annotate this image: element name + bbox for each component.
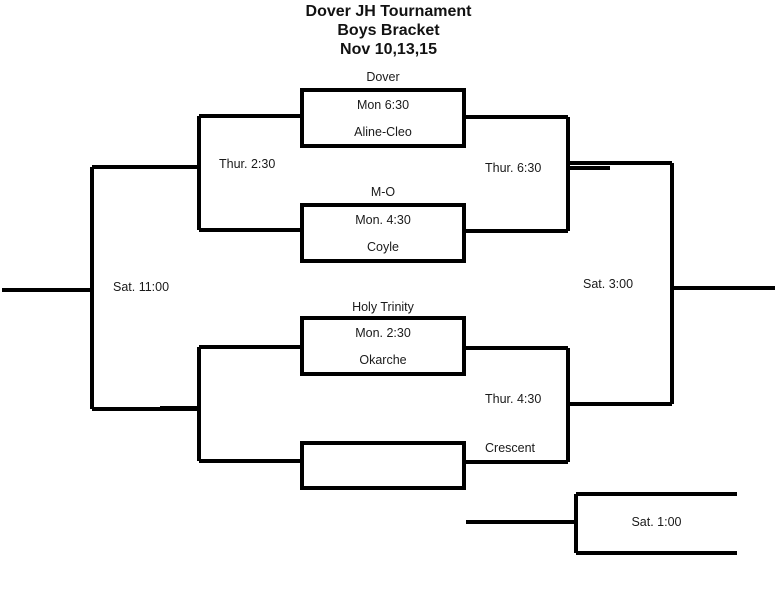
r2-right-lower-team: Crescent (485, 441, 536, 455)
game-box-4 (300, 441, 466, 490)
r3-right-label: Sat. 3:00 (583, 277, 634, 291)
game-1-time: Mon 6:30 (356, 98, 410, 112)
r2-right-lower-time: Thur. 4:30 (485, 392, 542, 406)
title-line-3: Nov 10,13,15 (340, 41, 437, 58)
bracket-title: Dover JH Tournament Boys Bracket Nov 10,… (0, 2, 777, 59)
game-3-time: Mon. 2:30 (355, 326, 411, 340)
title-line-1: Dover JH Tournament (305, 3, 472, 20)
game-1-site-label: Dover (366, 70, 400, 84)
consolation-label: Sat. 1:00 (631, 515, 682, 529)
game-2-site-label: M-O (370, 185, 396, 199)
game-2-time: Mon. 4:30 (355, 213, 411, 227)
game-box-3 (300, 316, 466, 376)
game-1-team: Aline-Cleo (354, 125, 412, 139)
game-2-team: Coyle (367, 240, 399, 254)
r2-left-upper-label: Thur. 2:30 (219, 157, 276, 171)
game-3-site-label: Holy Trinity (352, 300, 414, 314)
game-3-team: Okarche (359, 353, 407, 367)
r3-left-label: Sat. 11:00 (113, 280, 170, 294)
title-line-2: Boys Bracket (337, 22, 440, 39)
r2-right-upper-label: Thur. 6:30 (485, 161, 542, 175)
